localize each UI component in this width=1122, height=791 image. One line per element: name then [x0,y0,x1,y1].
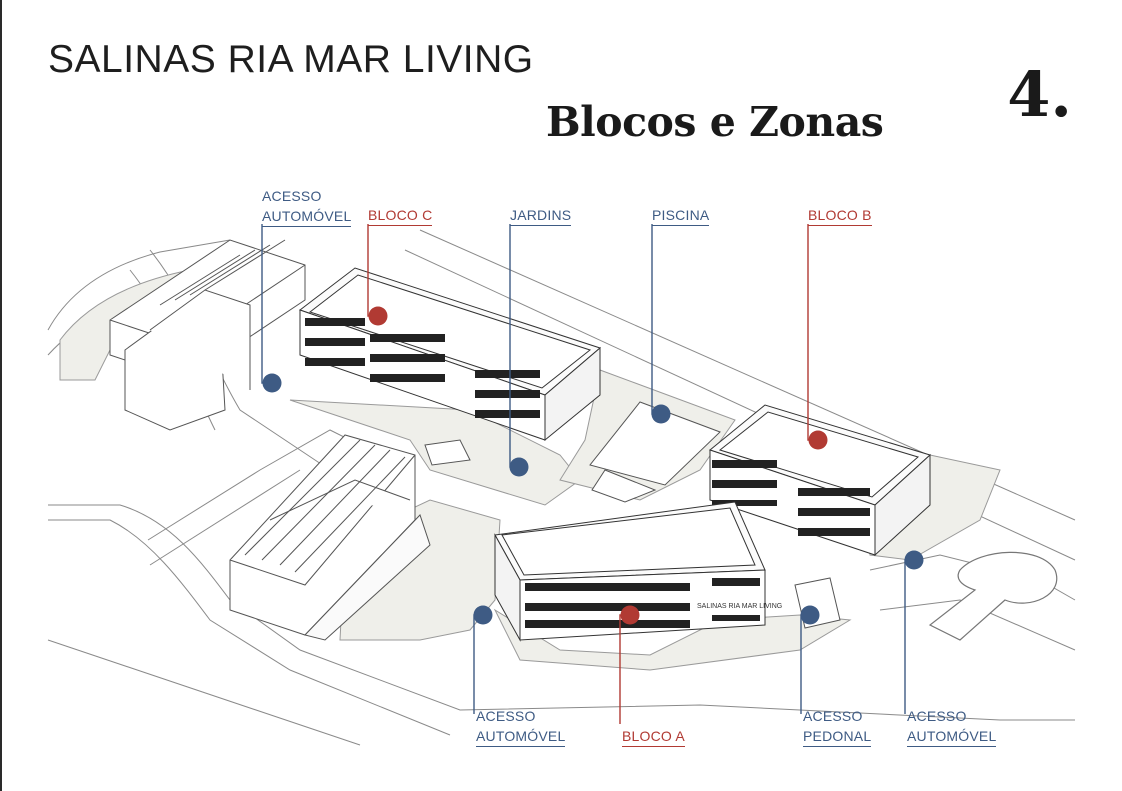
callout-bloco-b: BLOCO B [808,205,872,226]
callout-line2: AUTOMÓVEL [907,726,997,747]
building-sign-bloco-a: SALINAS RIA MAR LIVING [697,603,782,610]
marker-bloco-b [808,430,828,450]
page-title: Blocos e Zonas [546,98,884,146]
brand-name: SALINAS RIA MAR LIVING [48,38,534,81]
callout-label: JARDINS [510,205,572,226]
marker-acesso-automovel-nw [262,373,282,393]
marker-bloco-c [368,306,388,326]
callout-line2: AUTOMÓVEL [262,206,352,227]
page-number: 4. [1007,58,1072,131]
marker-acesso-automovel-sw [473,605,493,625]
callout-jardins: JARDINS [510,205,572,226]
callout-line2: PEDONAL [803,726,872,747]
callout-piscina: PISCINA [652,205,710,226]
building-bloco-b [708,404,931,557]
callout-acesso-automovel-e: ACESSO AUTOMÓVEL [907,706,997,747]
existing-buildings-north [109,239,306,431]
page-left-border [0,0,2,791]
callout-line1: ACESSO [476,708,536,724]
callout-line1: ACESSO [803,708,863,724]
callout-line1: ACESSO [907,708,967,724]
callout-acesso-automovel-nw: ACESSO AUTOMÓVEL [262,186,352,227]
callout-label: BLOCO B [808,205,872,226]
callout-bloco-a: BLOCO A [622,726,685,747]
callout-label: PISCINA [652,205,710,226]
callout-line2: AUTOMÓVEL [476,726,566,747]
callout-bloco-c: BLOCO C [368,205,433,226]
callout-label: BLOCO A [622,726,685,747]
callout-label: BLOCO C [368,205,433,226]
building-bloco-a [494,501,766,642]
callout-acesso-automovel-sw: ACESSO AUTOMÓVEL [476,706,566,747]
pool [589,401,721,503]
marker-bloco-a [620,605,640,625]
callout-acesso-pedonal: ACESSO PEDONAL [803,706,872,747]
callout-line1: ACESSO [262,188,322,204]
building-bloco-c [298,267,602,442]
east-turnaround [928,551,1058,641]
marker-acesso-pedonal [800,605,820,625]
marker-piscina [651,404,671,424]
marker-acesso-automovel-e [904,550,924,570]
marker-jardins [509,457,529,477]
existing-buildings-south [229,434,431,641]
